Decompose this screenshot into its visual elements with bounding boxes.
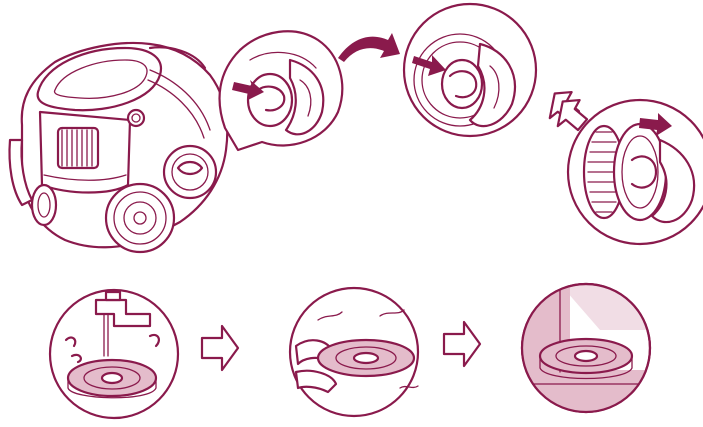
next-step-arrow-icon bbox=[202, 326, 238, 370]
rinse-filter-step bbox=[50, 290, 178, 418]
curved-arrow-icon bbox=[338, 33, 400, 62]
shake-filter-step bbox=[290, 288, 418, 416]
zoom-view-turn-icon bbox=[404, 4, 536, 136]
vacuum-cleaner-icon bbox=[10, 43, 228, 252]
zoom-view-cap-icon bbox=[220, 31, 343, 150]
next-step-arrow-icon bbox=[444, 322, 480, 366]
zoom-view-pull-icon bbox=[568, 100, 703, 244]
air-dry-step bbox=[510, 284, 660, 420]
